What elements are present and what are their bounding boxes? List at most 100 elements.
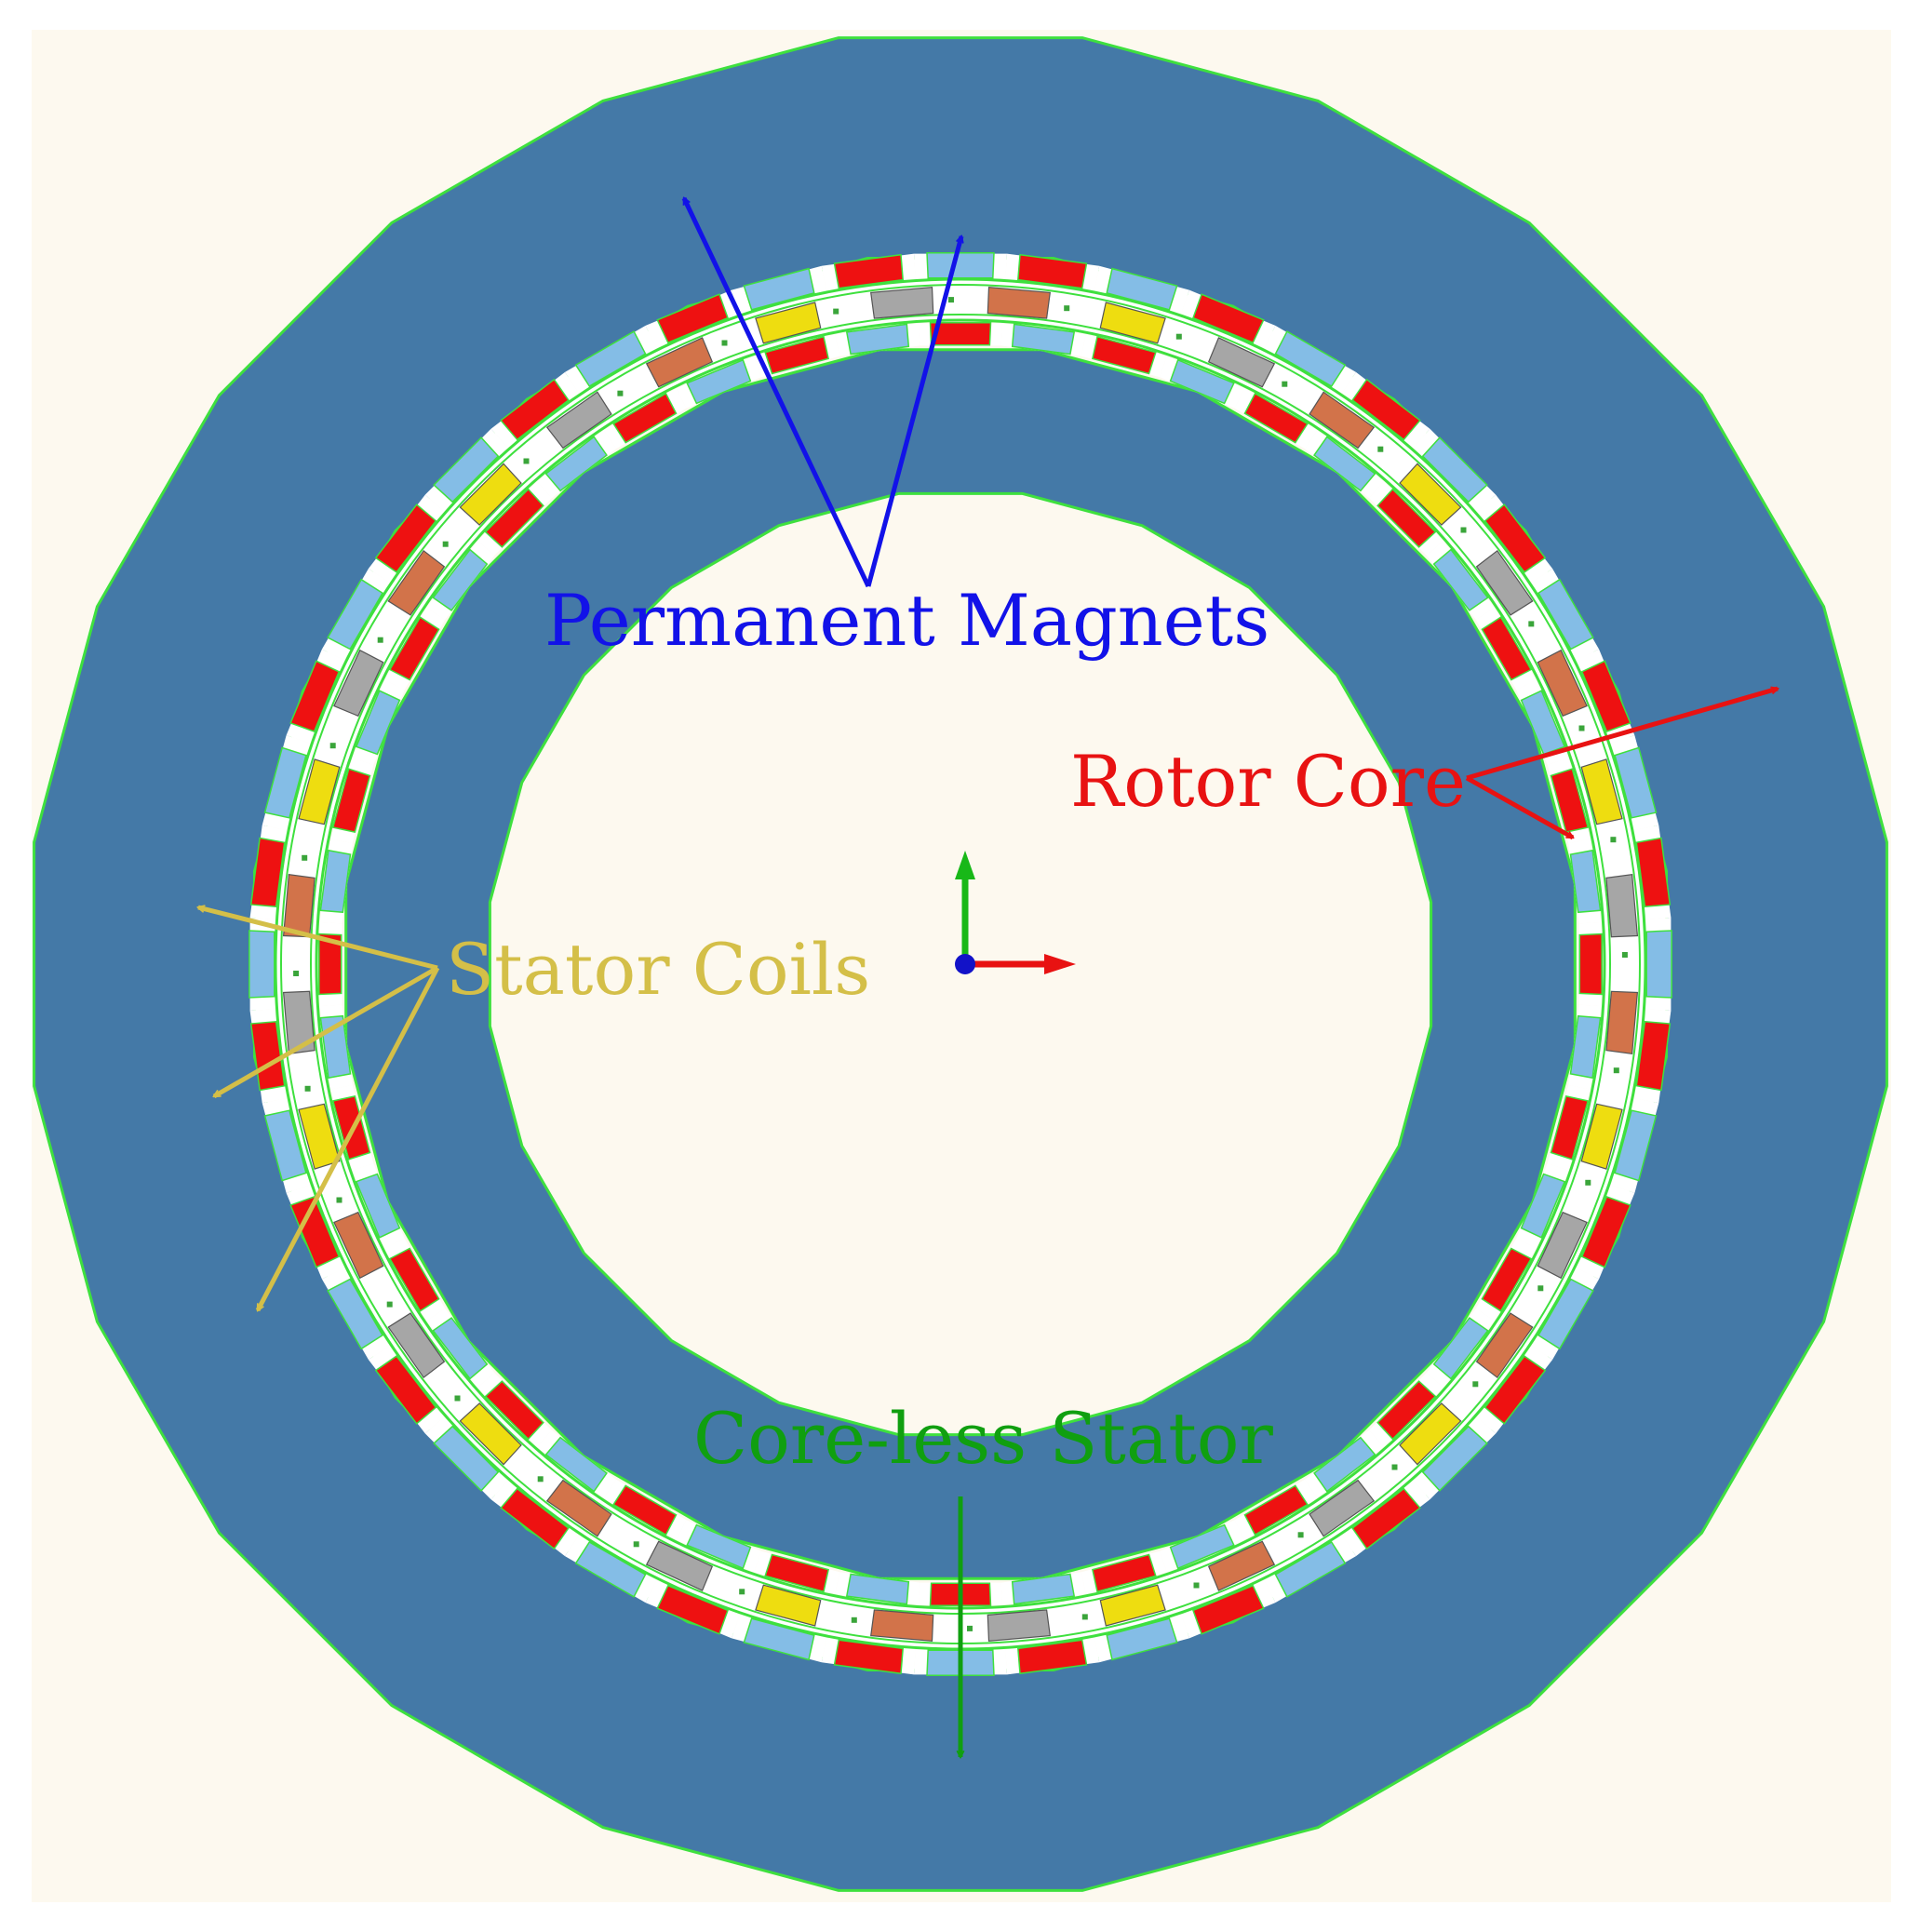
stator-coil-terminal bbox=[967, 1625, 973, 1631]
inner-magnet bbox=[1169, 1523, 1235, 1570]
inner-magnet bbox=[1432, 548, 1489, 611]
stator-coil bbox=[870, 1609, 934, 1643]
stator-coil bbox=[1537, 1211, 1588, 1280]
stator-coil bbox=[1605, 990, 1639, 1054]
stator-coil-terminal bbox=[633, 1541, 639, 1548]
inner-magnet bbox=[686, 1523, 752, 1570]
stator-coil bbox=[1399, 463, 1462, 526]
inner-magnet bbox=[612, 1484, 678, 1536]
inner-magnet bbox=[319, 849, 352, 914]
permanent-magnets-arrow-inner bbox=[866, 236, 961, 587]
stator-coil-terminal bbox=[1528, 621, 1535, 627]
rotor-core-label: Rotor Core bbox=[1070, 740, 1466, 823]
outer-magnet bbox=[1645, 930, 1672, 999]
inner-magnet bbox=[1569, 849, 1602, 914]
stator-coil-terminal bbox=[1297, 1532, 1304, 1538]
stator-coil-terminal bbox=[721, 340, 728, 346]
inner-magnet bbox=[1092, 1553, 1157, 1593]
stator-coil-terminal bbox=[293, 971, 300, 976]
inner-magnet bbox=[432, 1317, 489, 1380]
stator-coil-terminal bbox=[302, 854, 308, 861]
stator-coil bbox=[333, 649, 384, 718]
inner-magnet bbox=[318, 932, 342, 996]
stator-coil-terminal bbox=[386, 1301, 393, 1308]
stator-coil-terminal bbox=[523, 458, 530, 464]
stator-coil-terminal bbox=[1578, 725, 1585, 731]
inner-magnet bbox=[845, 323, 910, 356]
stator-coil bbox=[282, 990, 316, 1054]
inner-magnet bbox=[1432, 1317, 1489, 1380]
axis-x-arrowhead bbox=[1044, 954, 1076, 974]
stator-coil-terminal bbox=[336, 1197, 342, 1203]
stator-coil-terminal bbox=[329, 743, 336, 749]
stator-coil-terminal bbox=[304, 1085, 311, 1092]
annotations: Permanent Magnets Rotor Core Stator Coil… bbox=[198, 198, 1778, 1757]
stator-coil bbox=[298, 1103, 341, 1170]
stator-coil bbox=[1207, 1540, 1276, 1591]
stator-coil-terminal bbox=[739, 1589, 745, 1595]
stator-coil-terminal bbox=[1175, 333, 1182, 340]
inner-magnet bbox=[1011, 323, 1076, 356]
inner-magnet bbox=[355, 1173, 401, 1239]
stator-coil bbox=[645, 1540, 714, 1591]
stator-coil bbox=[459, 1402, 522, 1466]
stator-coil-terminal bbox=[377, 637, 383, 643]
inner-magnet bbox=[1550, 1095, 1590, 1161]
inner-magnet bbox=[1243, 392, 1309, 444]
stator-coil bbox=[1475, 1312, 1534, 1379]
inner-magnet bbox=[1481, 1247, 1533, 1312]
stator-coil-terminal bbox=[617, 390, 624, 396]
stator-coil bbox=[545, 1479, 612, 1537]
stator-coils-arrow-2 bbox=[214, 965, 439, 1099]
inner-magnet bbox=[1481, 616, 1533, 681]
permanent-magnets-callout: Permanent Magnets bbox=[544, 198, 1269, 662]
stator-coil-terminal bbox=[1610, 837, 1617, 843]
outer-magnet bbox=[926, 252, 995, 279]
stator-coil bbox=[333, 1211, 384, 1280]
inner-magnet bbox=[1376, 488, 1437, 548]
inner-magnet bbox=[929, 322, 992, 346]
stator-coil bbox=[545, 391, 612, 449]
stator-coil bbox=[387, 549, 446, 616]
stator-coil bbox=[1207, 337, 1276, 388]
stator-coils-arrow-3 bbox=[255, 966, 440, 1310]
inner-magnet bbox=[544, 436, 608, 492]
stator-coil-terminal bbox=[1391, 1464, 1398, 1470]
stator-coil bbox=[1309, 1479, 1376, 1537]
stator-coil-terminal bbox=[1460, 527, 1467, 533]
stator-coil-terminal bbox=[1621, 952, 1628, 958]
stator-coil bbox=[459, 463, 522, 526]
inner-magnet bbox=[1243, 1484, 1309, 1536]
stator-coil bbox=[1580, 1103, 1623, 1170]
stator-coil-terminal bbox=[1613, 1067, 1619, 1074]
inner-magnet bbox=[1550, 768, 1590, 833]
inner-magnet bbox=[388, 1247, 440, 1312]
axis-origin bbox=[955, 954, 975, 974]
rotor-core-arrow-outer bbox=[1466, 689, 1778, 781]
coordinate-axes-icon bbox=[955, 851, 1076, 974]
stator-coil bbox=[987, 1609, 1051, 1643]
permanent-magnets-arrow-outer bbox=[681, 198, 871, 588]
inner-magnet bbox=[1578, 932, 1603, 996]
permanent-magnets-label: Permanent Magnets bbox=[544, 579, 1269, 662]
stator-coil bbox=[1399, 1402, 1462, 1466]
inner-magnet bbox=[1313, 436, 1376, 492]
inner-magnet bbox=[1169, 358, 1235, 405]
stator-coil bbox=[1605, 874, 1639, 938]
stator-coil bbox=[1099, 1584, 1166, 1627]
inner-magnet bbox=[432, 548, 489, 611]
stator-coil-terminal bbox=[454, 1395, 461, 1402]
stator-coil-terminal bbox=[1472, 1381, 1479, 1388]
inner-magnet bbox=[764, 1553, 829, 1593]
stator-coil-terminal bbox=[1282, 381, 1288, 387]
stator-coil bbox=[387, 1312, 446, 1379]
stator-coil bbox=[298, 758, 341, 825]
inner-magnet bbox=[1520, 690, 1566, 756]
stator-coil-terminal bbox=[1585, 1179, 1591, 1186]
inner-magnet bbox=[544, 1436, 608, 1493]
stator-coil bbox=[645, 337, 714, 388]
stator-coil-terminal bbox=[537, 1476, 544, 1483]
inner-magnet bbox=[1376, 1380, 1437, 1441]
stator-coils-callout: Stator Coils bbox=[198, 907, 870, 1310]
